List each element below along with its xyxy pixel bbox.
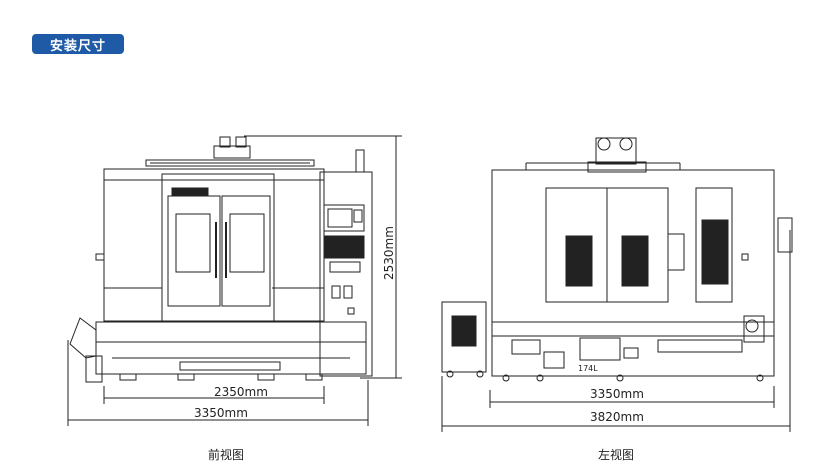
side-view-dimensions [441, 230, 791, 432]
side-width-outer-label: 3820mm [590, 410, 644, 424]
side-view-caption: 左视图 [598, 447, 634, 462]
front-view-machine [69, 136, 373, 383]
side-tank-label: 174L [578, 364, 598, 373]
front-view-caption: 前视图 [208, 447, 244, 462]
front-width-inner-label: 2350mm [214, 385, 268, 399]
front-height-label: 2530mm [382, 226, 396, 280]
section-title: 安装尺寸 [49, 38, 106, 54]
side-view-machine [441, 137, 793, 382]
section-title-badge: 安装尺寸 [32, 34, 124, 54]
front-view-dimensions [67, 135, 402, 426]
side-width-inner-label: 3350mm [590, 387, 644, 401]
front-width-outer-label: 3350mm [194, 406, 248, 420]
